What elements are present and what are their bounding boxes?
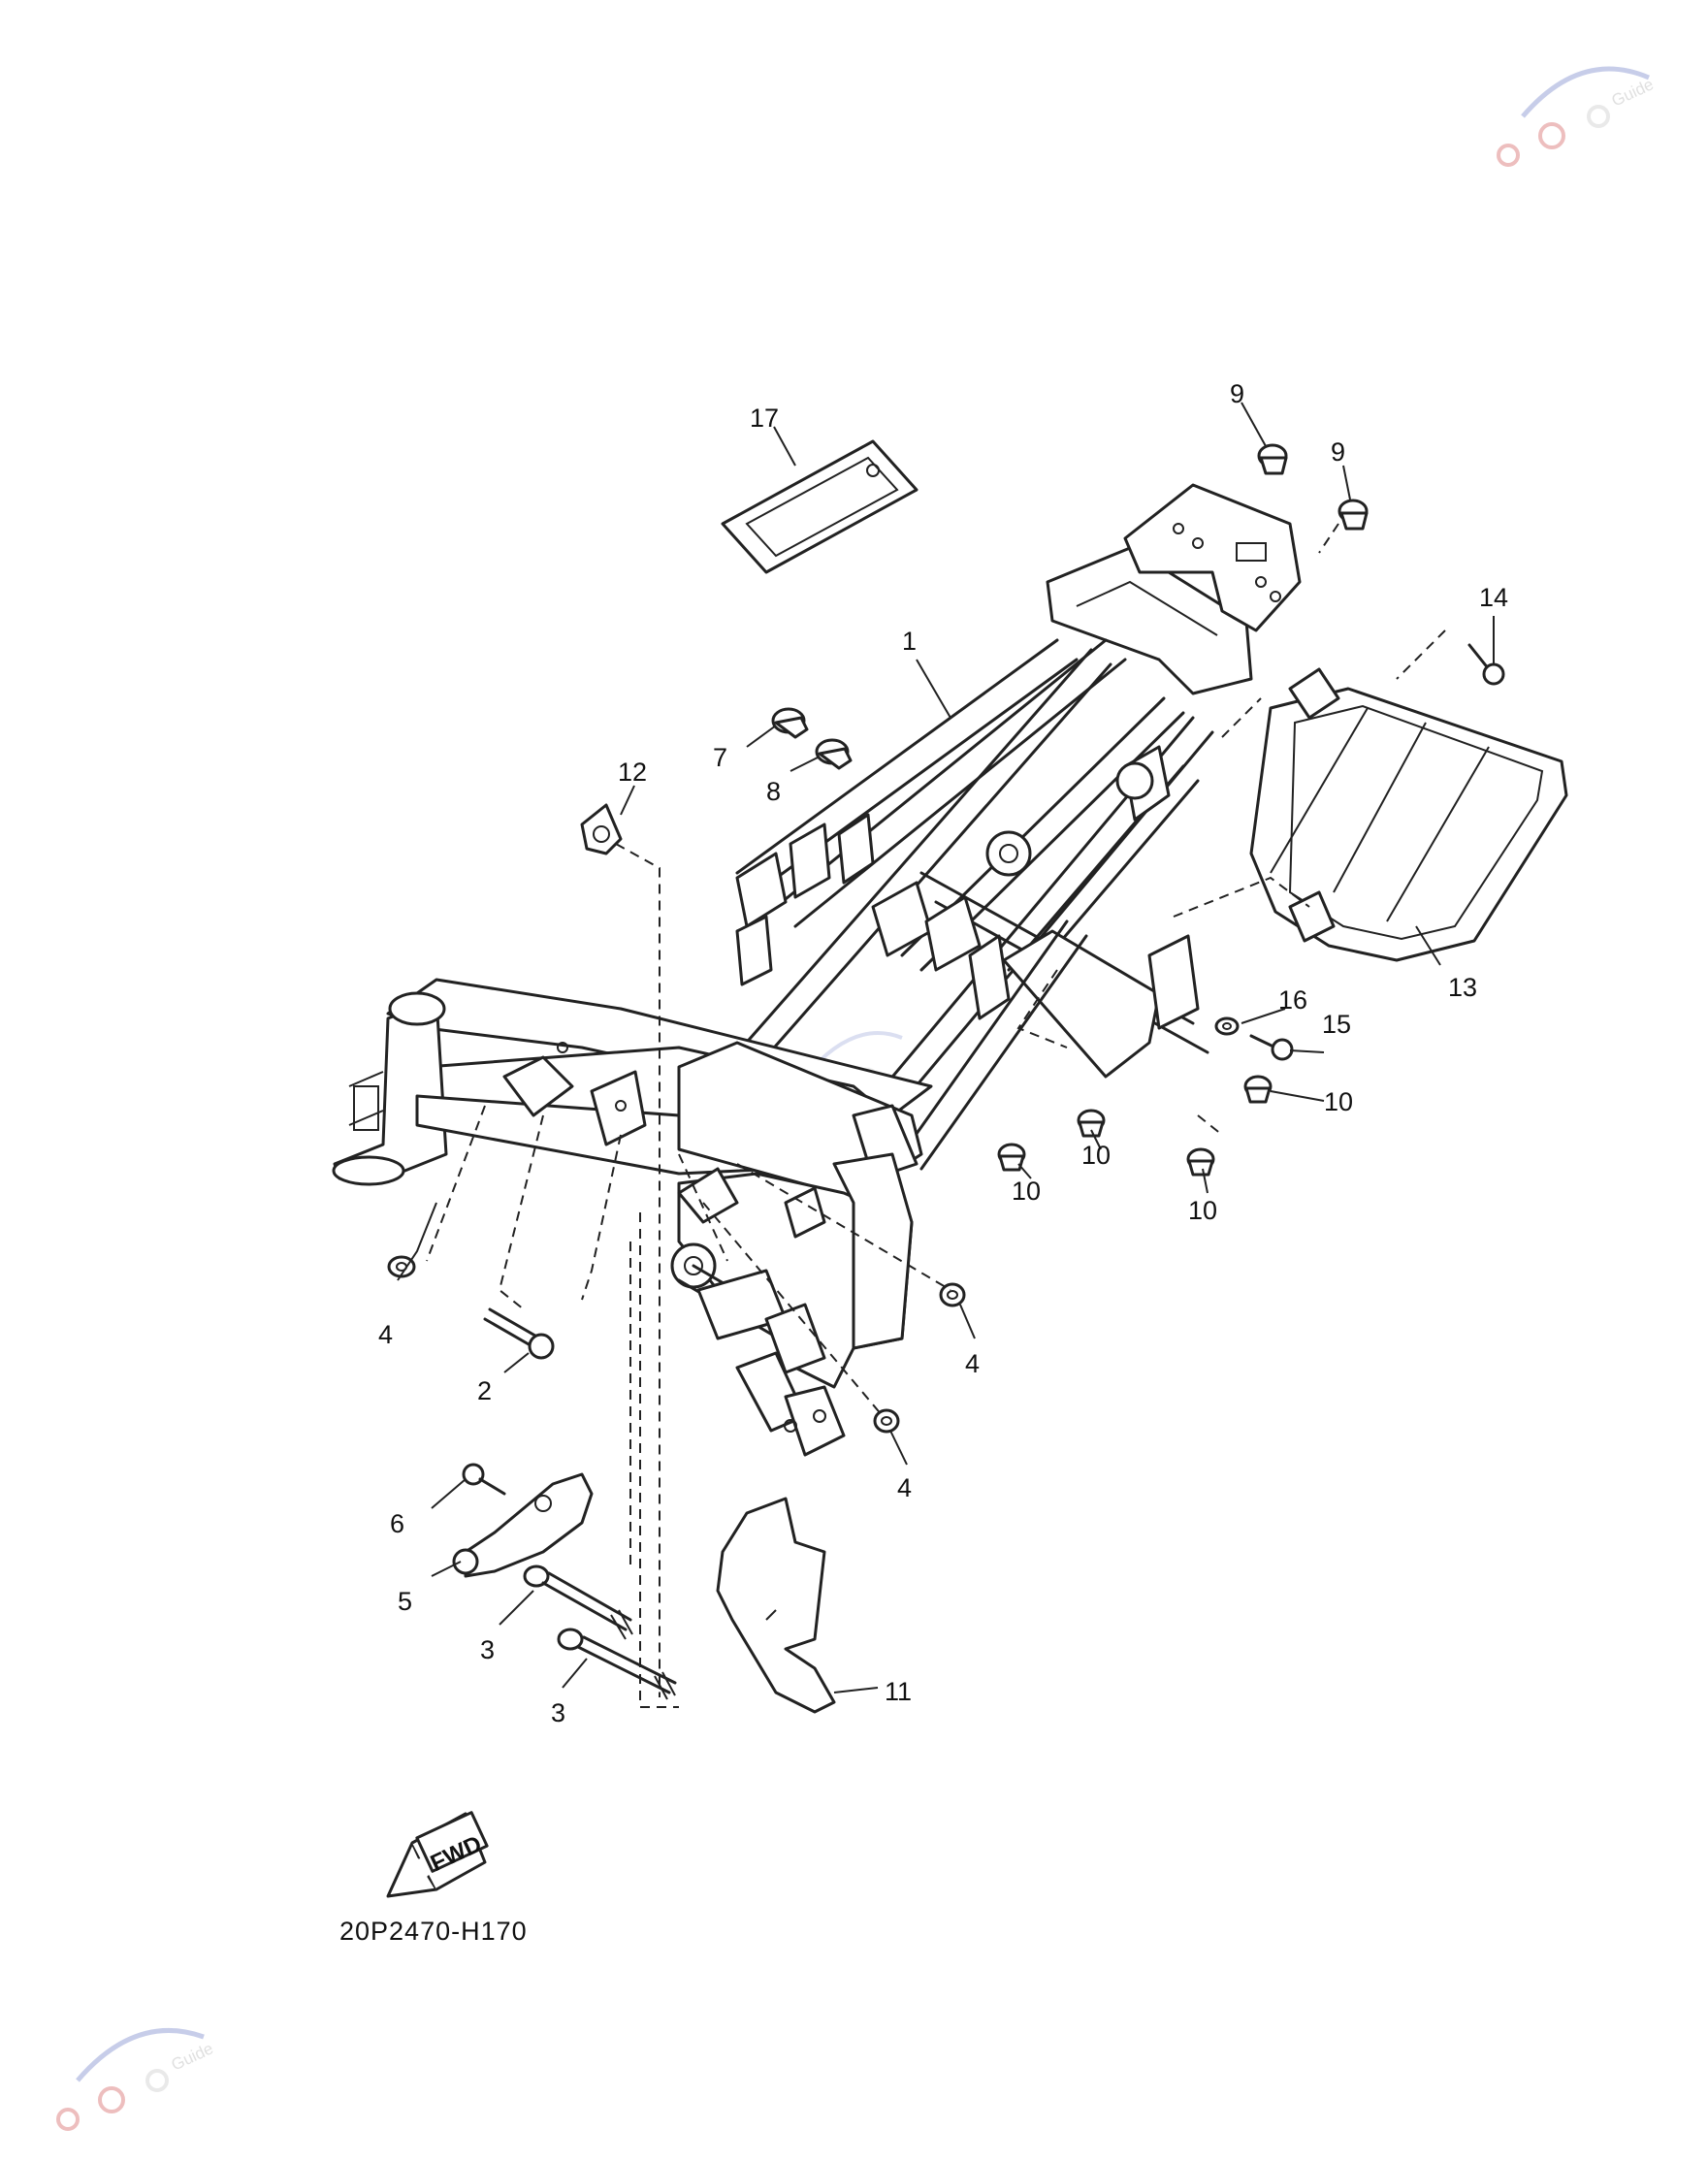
fwd-arrow-icon: FWD [386, 1811, 489, 1898]
callout-12: 12 [618, 758, 647, 787]
callout-15: 15 [1322, 1010, 1351, 1039]
callout-3-lower: 3 [551, 1698, 565, 1727]
callout-5: 5 [398, 1587, 412, 1616]
callout-9-left: 9 [1230, 379, 1244, 408]
part-10-damper-a [997, 1143, 1026, 1172]
part-4-nut-right-upper [939, 1282, 966, 1307]
callout-10-lower: 10 [1188, 1196, 1217, 1225]
callout-4-left: 4 [378, 1320, 393, 1349]
callout-10-mid: 10 [1081, 1141, 1111, 1170]
callout-3-upper: 3 [480, 1635, 495, 1664]
callout-14: 14 [1479, 583, 1508, 612]
part-8-collar [815, 738, 853, 770]
callout-7: 7 [713, 743, 727, 772]
part-6-bolt [462, 1463, 506, 1496]
callout-10-left: 10 [1012, 1177, 1041, 1206]
part-14-bolt [1467, 643, 1505, 686]
part-1-main-frame [332, 483, 1302, 1457]
part-13-grab-rail [1249, 667, 1568, 962]
callout-labels: 17 9 9 14 1 7 8 12 13 16 15 10 10 10 10 … [378, 379, 1508, 1727]
callout-4-right-upper: 4 [965, 1349, 980, 1378]
callout-2: 2 [477, 1376, 492, 1405]
part-10-damper-b [1077, 1109, 1106, 1138]
callout-9-right: 9 [1331, 437, 1345, 467]
watermark-bottom-left: Guide [56, 2028, 216, 2131]
part-2-bolt [483, 1307, 555, 1360]
leader-lines [397, 402, 1495, 1693]
part-16-washer [1214, 1016, 1240, 1036]
callout-16: 16 [1278, 985, 1307, 1015]
callout-8: 8 [766, 777, 781, 806]
part-12-clamp [580, 803, 661, 1697]
part-4-nut-right-lower [873, 1408, 900, 1434]
callout-11: 11 [885, 1677, 912, 1706]
part-9-damper-left [1257, 443, 1288, 475]
part-4-nut-left [387, 1255, 416, 1278]
callout-1: 1 [902, 627, 917, 656]
part-10-damper-d [1243, 1075, 1273, 1104]
callout-6: 6 [390, 1509, 404, 1538]
callout-10-right: 10 [1324, 1087, 1353, 1116]
watermark-top-right: Guide [1497, 66, 1657, 167]
part-17-plate [721, 439, 918, 574]
part-5-bracket [452, 1472, 594, 1578]
part-11-guard-plate [716, 1497, 836, 1714]
svg-text:Guide: Guide [169, 2039, 216, 2074]
part-3-bolt-lower [557, 1628, 677, 1700]
part-15-bolt [1249, 1034, 1294, 1061]
callout-4-right-lower: 4 [897, 1473, 912, 1502]
part-7-collar [771, 707, 809, 739]
part-10-damper-c [1186, 1147, 1215, 1177]
part-3-bolt-upper [523, 1564, 633, 1640]
svg-text:Guide: Guide [1609, 75, 1657, 110]
part-9-damper-right [1337, 499, 1369, 531]
drawing-code: 20P2470-H170 [339, 1917, 528, 1946]
callout-17: 17 [750, 403, 779, 433]
assembly-lines [426, 523, 1446, 1708]
callout-13: 13 [1448, 973, 1477, 1002]
